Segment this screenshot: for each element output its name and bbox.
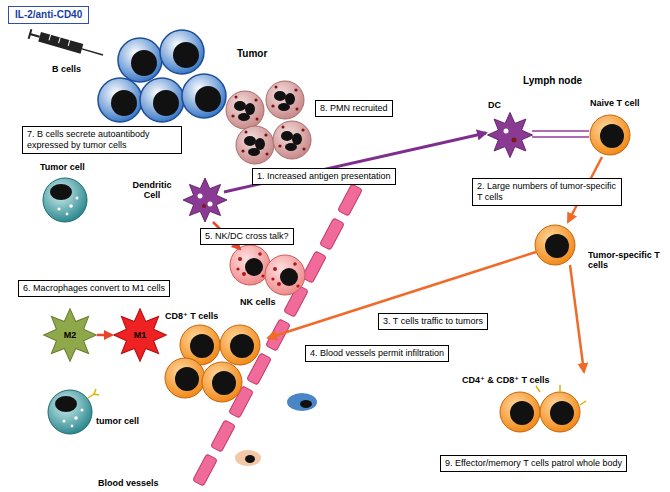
callout-box: 9. Effector/memory T cells patrol whole … xyxy=(440,455,627,472)
cell-label: Tumor-specific T cells xyxy=(588,250,666,271)
region-ellipse: Tumor 7. B cells secrete autoantibody exp… xyxy=(25,40,475,492)
region-title-text: Tumor xyxy=(237,48,267,59)
cell-label: tumor cell xyxy=(96,416,139,426)
box-text: 5. NK/DC cross talk? xyxy=(205,231,289,241)
cell-label-text: tumor cell xyxy=(96,416,139,426)
callout-box: 3. T cells traffic to tumors xyxy=(378,313,488,330)
cell-label-text: Naive T cell xyxy=(590,98,640,108)
box-text: 7. B cells secrete autoantibody expresse… xyxy=(27,129,150,150)
box-text: 1. Increased antigen presentation xyxy=(257,171,391,181)
cell-label: Tumor cell xyxy=(40,162,85,172)
cell-label-text: M1 xyxy=(134,330,147,340)
region-outline xyxy=(25,40,475,492)
box-text: 6. Macrophages convert to M1 cells xyxy=(23,283,165,293)
callout-box: 4. Blood vessels permit infiltration xyxy=(305,345,449,362)
cell-label-text: B cells xyxy=(52,64,81,74)
cell-label: Naive T cell xyxy=(590,98,640,108)
cell-label-text: M2 xyxy=(64,330,77,340)
callout-box: 7. B cells secrete autoantibody expresse… xyxy=(22,126,182,154)
callout-box: 1. Increased antigen presentation xyxy=(252,168,396,185)
region-outline xyxy=(438,65,670,395)
cell-label: Dendritic Cell xyxy=(128,180,176,201)
cell-label-text: Tumor-specific T cells xyxy=(588,250,660,270)
box-text: 4. Blood vessels permit infiltration xyxy=(310,348,444,358)
cell-label: NK cells xyxy=(240,297,276,307)
cell-label-text: DC xyxy=(488,100,501,110)
cell-label-text: CD4⁺ & CD8⁺ T cells xyxy=(462,375,550,385)
cell-label: M1 xyxy=(134,330,147,340)
box-text: IL-2/anti-CD40 xyxy=(15,9,82,20)
cell-label-text: CD8⁺ T cells xyxy=(165,311,218,321)
region-shape xyxy=(439,66,670,394)
region-title-text: Lymph node xyxy=(523,75,582,86)
region-title: Tumor xyxy=(237,48,267,59)
cell-label: CD4⁺ & CD8⁺ T cells xyxy=(462,375,550,385)
cell-label-text: Blood vessels xyxy=(98,478,159,488)
callout-box: 2. Large numbers of tumor-specific T cel… xyxy=(472,178,622,206)
cell-label: DC xyxy=(488,100,501,110)
cell-label-text: Tumor cell xyxy=(40,162,85,172)
callout-box: 8. PMN recruited xyxy=(315,100,393,117)
cell-label: Blood vessels xyxy=(98,478,159,488)
callout-box: 5. NK/DC cross talk? xyxy=(200,228,294,245)
cell-label-text: Dendritic Cell xyxy=(132,180,171,200)
region-shape xyxy=(26,41,474,491)
cell-label: B cells xyxy=(52,64,81,74)
treatment-box: IL-2/anti-CD40 xyxy=(8,6,89,24)
cell-label: M2 xyxy=(64,330,77,340)
box-text: 9. Effector/memory T cells patrol whole … xyxy=(445,458,622,468)
region-title: Lymph node xyxy=(523,75,582,86)
box-text: 3. T cells traffic to tumors xyxy=(383,316,483,326)
region-ellipse: Lymph node 2. Large numbers of tumor-spec… xyxy=(438,65,670,395)
cell-label: CD8⁺ T cells xyxy=(165,311,218,321)
box-text: 8. PMN recruited xyxy=(320,103,388,113)
cell-label-text: NK cells xyxy=(240,297,276,307)
callout-box: 6. Macrophages convert to M1 cells xyxy=(18,280,170,297)
box-text: 2. Large numbers of tumor-specific T cel… xyxy=(477,181,616,202)
